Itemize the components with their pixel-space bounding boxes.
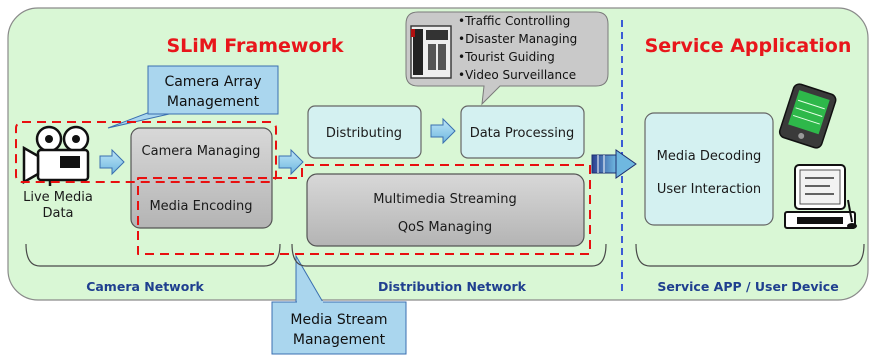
video-camera-icon <box>22 125 90 186</box>
camera-array-callout: Camera Array Management <box>107 65 279 129</box>
media-stream-line1: Media Stream <box>290 312 387 328</box>
media-stream-boundary <box>137 164 591 255</box>
multimedia-streaming-label: Multimedia Streaming <box>373 192 517 207</box>
camera-array-line1: Camera Array <box>164 74 261 90</box>
applications-bubble: •Traffic Controlling •Disaster Managing … <box>405 11 609 106</box>
data-processing-label: Data Processing <box>470 126 575 141</box>
flow-arrow <box>278 148 304 176</box>
distribution-network-label: Distribution Network <box>378 279 527 294</box>
camera-array-line2: Management <box>167 94 260 110</box>
application-item: •Tourist Guiding <box>458 50 555 64</box>
live-media-label-line1: Live Media <box>23 190 93 205</box>
camera-managing-label: Camera Managing <box>142 144 261 159</box>
distribution-network-bracket <box>291 243 607 267</box>
media-stream-line2: Management <box>293 332 386 348</box>
pda-icon <box>778 83 837 149</box>
qos-managing-label: QoS Managing <box>398 220 492 235</box>
distributing-label: Distributing <box>326 126 402 141</box>
media-decoding-label: Media Decoding <box>657 149 762 164</box>
flow-arrow <box>430 117 456 145</box>
service-app-bracket <box>635 243 865 267</box>
service-app-label: Service APP / User Device <box>657 279 838 294</box>
media-stream-callout: Media Stream Management <box>271 254 407 355</box>
distribution-to-service-arrow <box>591 149 637 179</box>
camera-network-bracket <box>25 243 281 267</box>
application-item: •Traffic Controlling <box>458 14 570 28</box>
camera-array-boundary <box>15 121 277 183</box>
desktop-computer-icon <box>784 164 857 229</box>
application-item: •Video Surveillance <box>458 68 576 82</box>
streaming-box <box>306 173 585 247</box>
application-item: •Disaster Managing <box>458 32 577 46</box>
service-title: Service Application <box>645 35 852 57</box>
distributing-box <box>307 105 422 159</box>
media-encoding-label: Media Encoding <box>149 199 252 214</box>
user-interaction-label: User Interaction <box>657 182 761 197</box>
traffic-controller-icon <box>410 25 452 79</box>
framework-title: SLiM Framework <box>166 35 343 57</box>
data-processing-box <box>460 105 585 159</box>
service-box <box>644 112 774 226</box>
flow-arrow <box>99 148 125 176</box>
live-media-label-line2: Data <box>42 206 73 221</box>
camera-network-label: Camera Network <box>86 279 204 294</box>
